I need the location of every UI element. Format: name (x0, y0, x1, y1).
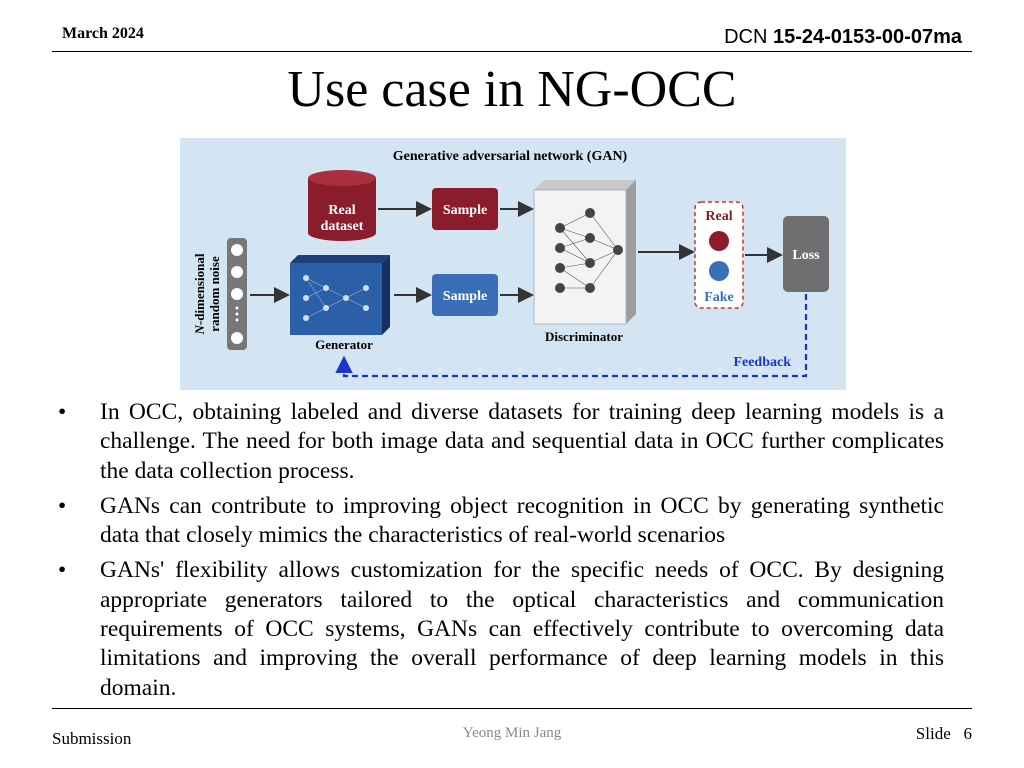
dcn-number: 15-24-0153-00-07ma (772, 26, 962, 48)
slide-number: 6 (963, 724, 973, 743)
generator-block (290, 255, 390, 335)
loss-label: Loss (792, 248, 820, 263)
gan-title: Generative adversarial network (GAN) (393, 149, 628, 164)
gan-diagram: Generative adversarial network (GAN) Rea… (180, 138, 846, 390)
bullet-item: • In OCC, obtaining labeled and diverse d… (58, 398, 944, 486)
bullet-list: • In OCC, obtaining labeled and diverse d… (58, 398, 944, 709)
bullet-marker: • (58, 557, 67, 584)
noise-label: N-dimensional (192, 253, 207, 335)
header-rule (52, 51, 972, 52)
slide-label: Slide (915, 724, 951, 743)
fake-indicator (709, 261, 729, 281)
bullet-text: GANs can contribute to improving object … (100, 492, 944, 549)
real-fake-box (694, 201, 744, 309)
real-label: Real (705, 209, 732, 224)
bullet-marker: • (58, 399, 67, 425)
footer-submission: Submission (52, 729, 132, 748)
sample-real-box (432, 188, 498, 230)
generator-label: Generator (315, 337, 373, 352)
real-dataset-label-2: dataset (321, 219, 364, 234)
sample-fake-label: Sample (443, 289, 487, 304)
footer-rule (52, 708, 972, 709)
slide-title: Use case in NG-OCC (287, 61, 737, 118)
fake-label: Fake (704, 290, 734, 305)
noise-label-italic: N (192, 324, 207, 335)
real-dataset-cylinder: Real dataset (308, 170, 376, 241)
discriminator-label: Discriminator (545, 329, 623, 344)
bullet-item: • GANs can contribute to improving object… (58, 492, 944, 551)
dcn-prefix: DCN (724, 26, 768, 48)
discriminator-block (533, 180, 636, 325)
footer-slide-number: Slide 6 (916, 724, 972, 744)
bullet-text: GANs' flexibility allows customization f… (100, 557, 944, 701)
sample-fake-box (432, 274, 498, 316)
noise-label-2: random noise (207, 256, 222, 332)
diagram-background (180, 138, 846, 390)
footer-author: Yeong Min Jang (462, 725, 562, 741)
sample-real-label: Sample (443, 203, 487, 218)
bullet-marker: • (58, 492, 67, 519)
loss-box (783, 216, 829, 292)
real-dataset-label-1: Real (328, 203, 355, 218)
feedback-label: Feedback (733, 355, 791, 370)
header-date: March 2024 (62, 25, 144, 42)
real-indicator (709, 231, 729, 251)
noise-label-1: -dimensional (192, 253, 207, 325)
bullet-text: In OCC, obtaining labeled and diverse da… (100, 399, 944, 484)
header-dcn: DCN 15-24-0153-00-07ma (724, 26, 962, 49)
feedback-path (335, 294, 808, 378)
bullet-item: • GANs' flexibility allows customization … (58, 556, 944, 702)
